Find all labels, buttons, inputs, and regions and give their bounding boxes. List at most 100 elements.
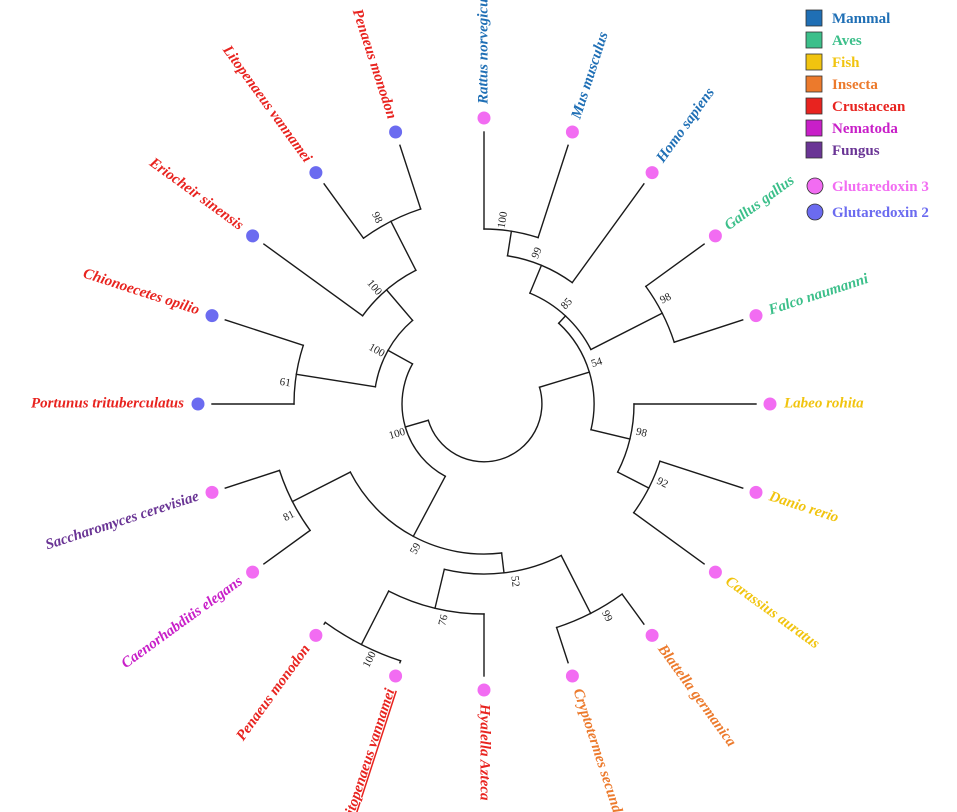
legend-label: Nematoda xyxy=(832,121,898,137)
branch-line xyxy=(399,659,402,664)
branch-line xyxy=(537,144,569,239)
legend-swatch xyxy=(805,53,823,71)
branch-line xyxy=(589,312,664,351)
tip-marker xyxy=(749,485,763,499)
branch-arc xyxy=(528,292,592,351)
legend-swatch xyxy=(805,141,823,159)
tip-marker xyxy=(191,397,205,411)
branch-arc xyxy=(427,386,543,463)
branch-line xyxy=(557,314,567,325)
branch-arc xyxy=(644,285,676,344)
branch-line xyxy=(323,182,365,240)
branch-line xyxy=(224,319,305,347)
tip-marker xyxy=(477,111,491,125)
branch-line xyxy=(262,243,364,317)
legend-swatch xyxy=(805,9,823,27)
bootstrap-value: 98 xyxy=(369,210,385,226)
taxon-label: Cryptotermes secundus xyxy=(570,687,630,812)
bootstrap-value: 76 xyxy=(436,613,450,627)
branch-arc xyxy=(324,621,402,662)
tip-marker xyxy=(645,628,659,642)
taxon-label: Homo sapiens xyxy=(653,85,718,166)
branch-line xyxy=(295,373,377,388)
taxon-label: Carassius auratus xyxy=(722,573,822,652)
tip-marker xyxy=(389,125,403,139)
branch-arc xyxy=(374,319,414,388)
legend-label: Mammal xyxy=(832,11,890,27)
branch-line xyxy=(404,419,430,428)
legend-swatch xyxy=(805,31,823,49)
bootstrap-value: 81 xyxy=(281,508,296,524)
branch-arc xyxy=(506,254,574,284)
branch-arc xyxy=(616,403,635,474)
tip-marker xyxy=(246,565,260,579)
branch-line xyxy=(389,220,417,272)
taxon-label: Caenorhabditis elegans xyxy=(119,573,246,672)
taxon-label: Rattus norvegicus xyxy=(475,0,491,105)
branch-line xyxy=(632,511,706,565)
branch-line xyxy=(571,182,645,284)
branch-line xyxy=(621,593,645,626)
tip-marker xyxy=(389,669,403,683)
legend-swatch xyxy=(805,119,823,137)
taxon-label: Danio rerio xyxy=(766,488,840,526)
taxon-label: Mus musculus xyxy=(568,30,612,122)
branch-arc xyxy=(483,228,539,239)
tip-marker xyxy=(205,309,219,323)
legend-label: Crustacean xyxy=(832,99,906,115)
taxon-label: Litopenaeus vannamei xyxy=(339,686,398,812)
legend-label: Aves xyxy=(832,33,862,49)
bootstrap-value: 54 xyxy=(590,355,604,370)
legend-label: Fish xyxy=(832,55,860,71)
branch-line xyxy=(500,552,505,574)
branch-line xyxy=(262,529,312,565)
branch-line xyxy=(644,243,706,288)
branch-line xyxy=(673,319,744,344)
branch-line xyxy=(360,590,390,646)
branch-arc xyxy=(362,208,422,240)
tip-marker xyxy=(309,628,323,642)
legend-marker xyxy=(806,177,824,195)
tip-marker xyxy=(477,683,491,697)
branch-line xyxy=(560,554,592,615)
legend: MammalAvesFishInsectaCrustaceanNematodaF… xyxy=(805,9,929,221)
legend-label: Fungus xyxy=(832,143,880,159)
bootstrap-value: 59 xyxy=(408,541,424,557)
bootstrap-value: 61 xyxy=(279,376,292,390)
branch-line xyxy=(590,428,631,440)
tip-marker xyxy=(565,125,579,139)
bootstrap-value: 100 xyxy=(387,426,407,442)
branch-line xyxy=(387,349,414,365)
bootstrap-value: 98 xyxy=(658,291,674,307)
branch-line xyxy=(616,471,650,489)
tip-marker xyxy=(309,166,323,180)
branch-line xyxy=(555,626,569,664)
bootstrap-value: 100 xyxy=(496,210,511,229)
legend-swatch xyxy=(805,97,823,115)
taxon-label: Hyalella Azteca xyxy=(477,703,493,801)
taxon-label: Labeo rohita xyxy=(783,395,864,411)
tip-marker xyxy=(763,397,777,411)
bootstrap-value: 52 xyxy=(508,575,521,587)
taxon-label: Saccharomyces cerevisiae xyxy=(44,488,202,553)
legend-label: Glutaredoxin 3 xyxy=(832,179,929,195)
tip-marker xyxy=(205,485,219,499)
bootstrap-value: 99 xyxy=(599,608,615,624)
branch-line xyxy=(323,621,327,626)
branch-arc xyxy=(555,593,624,629)
branch-arc xyxy=(387,590,485,615)
bootstrap-value: 85 xyxy=(559,295,576,312)
tip-marker xyxy=(645,166,659,180)
tip-marker xyxy=(708,565,722,579)
branch-line xyxy=(659,460,744,489)
branch-arc xyxy=(557,322,595,431)
taxon-label: Gallus gallus xyxy=(722,172,798,233)
branch-line xyxy=(538,371,591,389)
bootstrap-values: 1009998859298549910076528159619810010010… xyxy=(279,210,674,670)
branch-arc xyxy=(401,362,447,478)
branch-arc xyxy=(443,554,563,575)
tip-marker xyxy=(565,669,579,683)
tip-marker xyxy=(749,309,763,323)
branch-line xyxy=(412,475,447,538)
